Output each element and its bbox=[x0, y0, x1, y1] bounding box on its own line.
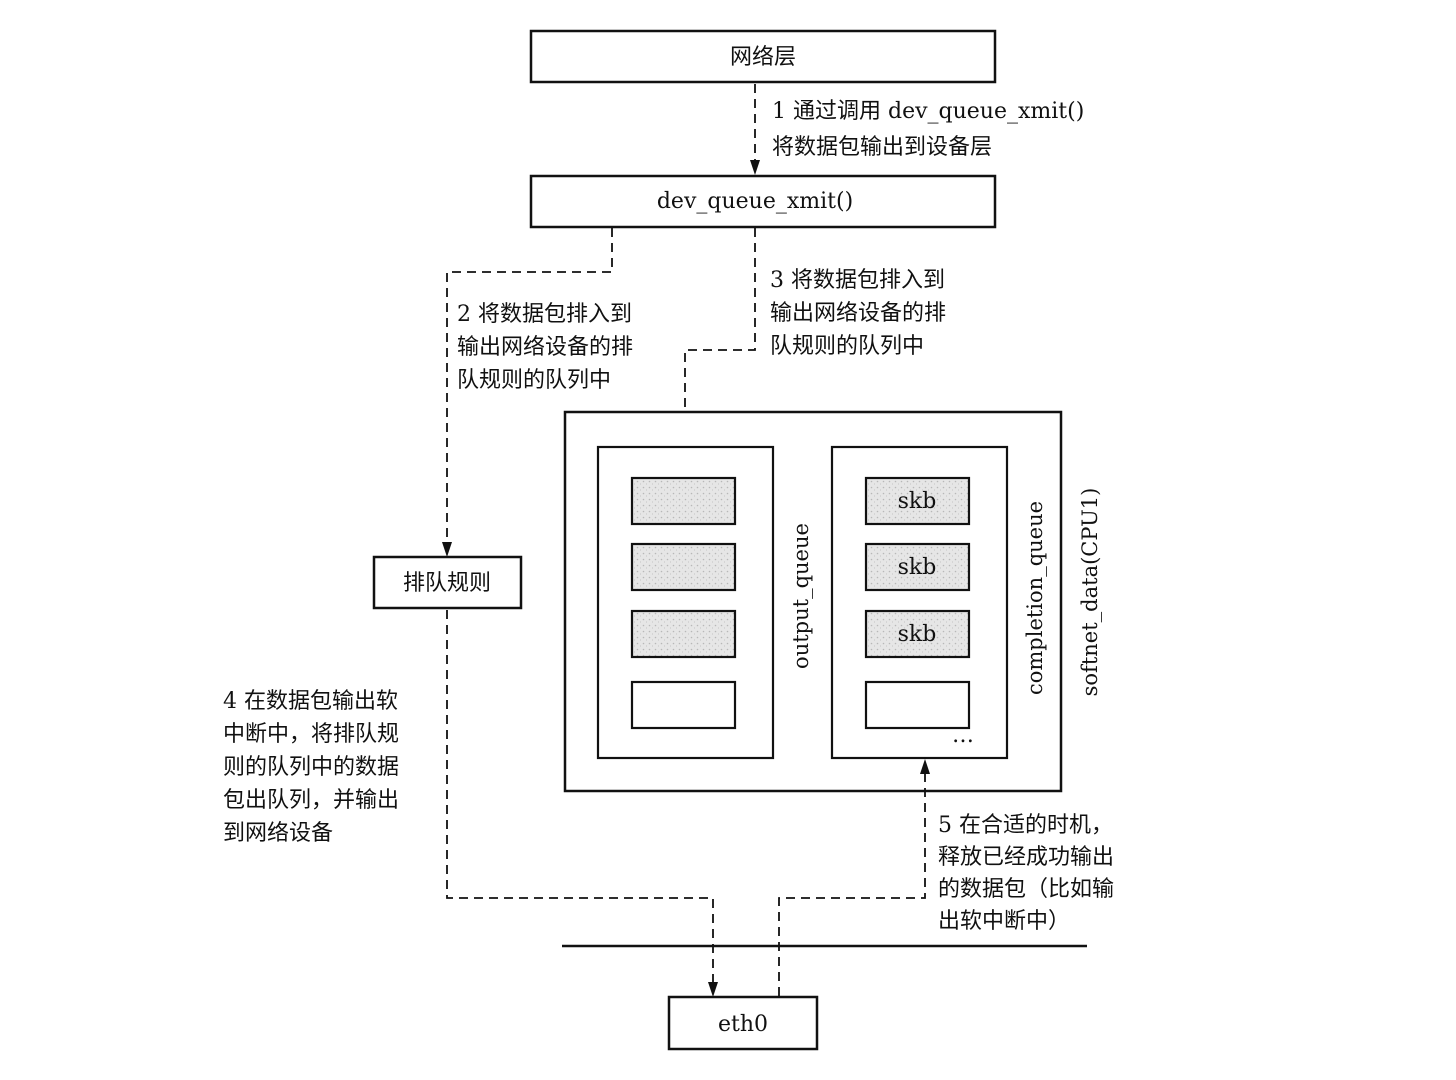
step4-arrow bbox=[446, 610, 718, 997]
output-queue: output_queue bbox=[596, 445, 813, 760]
qdisc-box: 排队规则 bbox=[372, 555, 523, 610]
skb-slot: skb bbox=[864, 609, 971, 659]
output-queue-slot bbox=[630, 476, 737, 526]
step2-label: 2 将数据包排入到 输出网络设备的排 队规则的队列中 bbox=[457, 302, 640, 393]
completion-queue-label: completion_queue bbox=[1023, 501, 1047, 695]
ellipsis: … bbox=[952, 723, 974, 748]
skb-slot: skb bbox=[864, 542, 971, 592]
output-queue-label: output_queue bbox=[789, 523, 813, 669]
dev-queue-xmit-box: dev_queue_xmit() bbox=[529, 174, 997, 229]
step1-arrow bbox=[750, 84, 760, 175]
completion-queue-slot bbox=[864, 680, 971, 730]
svg-text:skb: skb bbox=[898, 622, 937, 647]
svg-text:skb: skb bbox=[898, 489, 937, 514]
step3-label: 3 将数据包排入到 输出网络设备的排 队规则的队列中 bbox=[770, 268, 953, 359]
qdisc-label: 排队规则 bbox=[403, 571, 491, 596]
skb-slot: skb bbox=[864, 476, 971, 526]
step5-arrow bbox=[778, 759, 930, 996]
dev-queue-xmit-label: dev_queue_xmit() bbox=[657, 189, 853, 214]
eth0-label: eth0 bbox=[718, 1012, 768, 1037]
step4-label: 4 在数据包输出软 中断中，将排队规 则的队列中的数据 包出队列，并输出 到网络… bbox=[223, 689, 406, 846]
step1-label: 1 通过调用 dev_queue_xmit() 将数据包输出到设备层 bbox=[772, 99, 1091, 160]
svg-text:skb: skb bbox=[898, 555, 937, 580]
step5-label: 5 在合适的时机， 释放已经成功输出 的数据包（比如输 出软中断中） bbox=[938, 813, 1121, 934]
completion-queue: skb skb skb … completion_queue bbox=[830, 445, 1047, 760]
eth0-box: eth0 bbox=[667, 995, 819, 1051]
network-layer-box: 网络层 bbox=[529, 29, 997, 84]
softnet-data-label: softnet_data(CPU1) bbox=[1078, 488, 1102, 697]
output-queue-slot bbox=[630, 542, 737, 592]
step2-arrow bbox=[442, 228, 613, 557]
network-layer-label: 网络层 bbox=[730, 45, 796, 70]
output-queue-slot bbox=[630, 609, 737, 659]
output-queue-slot bbox=[630, 680, 737, 730]
